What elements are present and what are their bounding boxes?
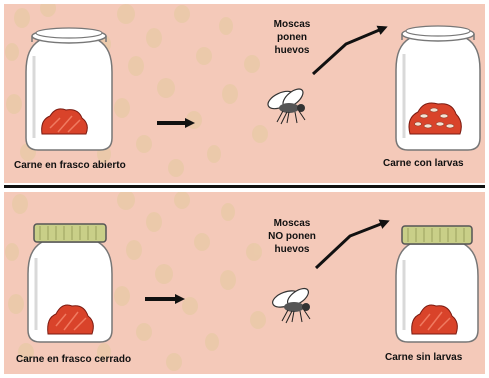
fly-caption-line: ponen — [262, 31, 322, 44]
lid-icon — [402, 226, 472, 244]
fly-caption-line: huevos — [262, 44, 322, 57]
fly-icon — [265, 86, 306, 124]
fly-icon — [270, 285, 311, 323]
fly-caption-line: huevos — [258, 243, 326, 256]
up-arrow-icon — [316, 222, 386, 268]
fly-caption-line: Moscas — [262, 18, 322, 31]
lid-icon — [34, 224, 106, 242]
fly-caption: Moscas ponen huevos — [262, 18, 322, 57]
fly-caption-line: NO ponen — [258, 230, 326, 243]
larvae-caption: Carne con larvas — [383, 158, 464, 169]
no-larvae-caption: Carne sin larvas — [385, 352, 462, 363]
fly-caption-line: Moscas — [258, 217, 326, 230]
fly-caption: Moscas NO ponen huevos — [258, 217, 326, 256]
open-jar-caption: Carne en frasco abierto — [14, 160, 126, 171]
closed-jar-caption: Carne en frasco cerrado — [16, 354, 131, 365]
up-arrow-icon — [313, 28, 384, 74]
